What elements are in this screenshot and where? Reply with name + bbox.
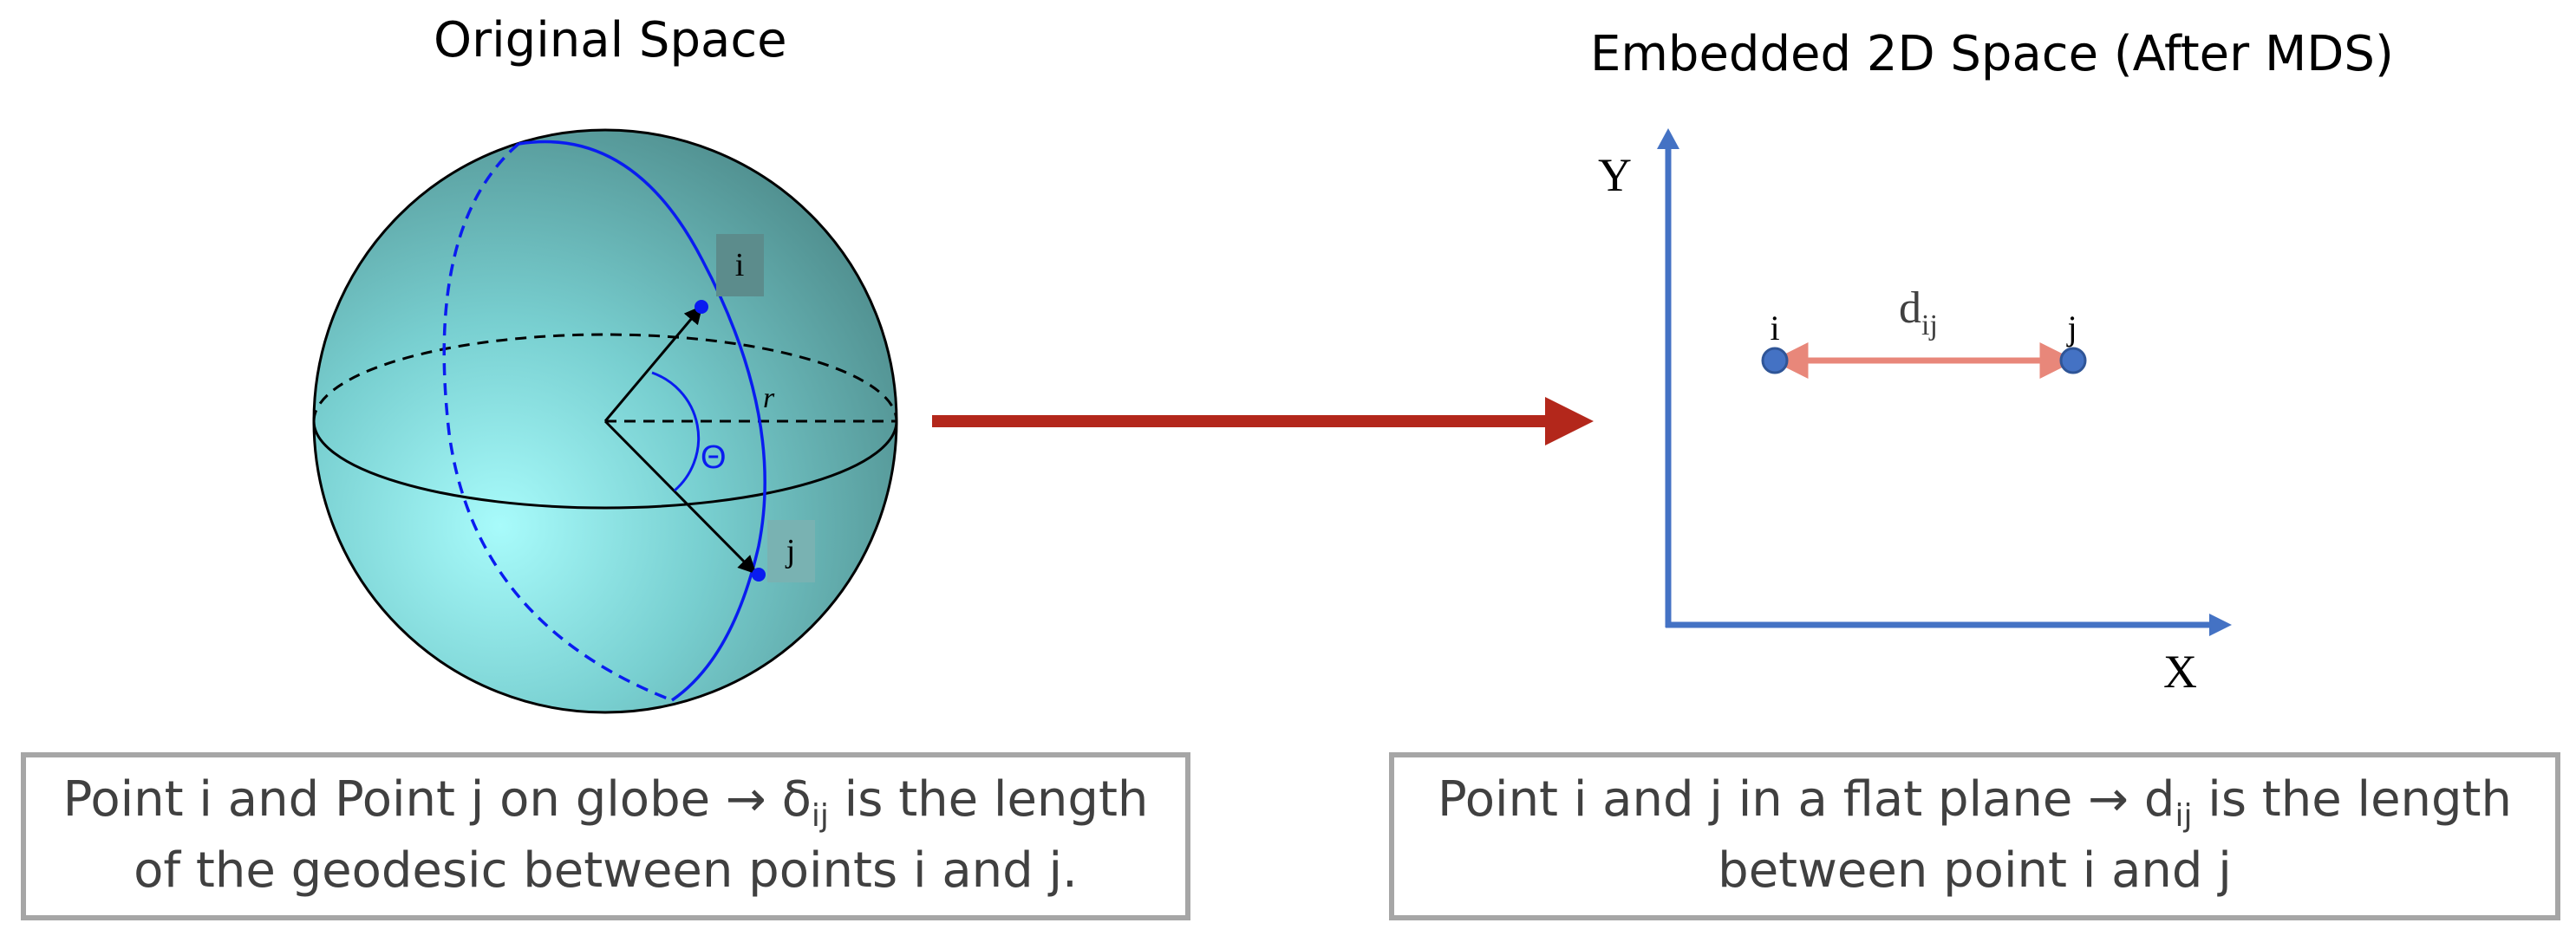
point-i [695,300,708,314]
x-axis-arrowhead [2209,614,2232,636]
left-caption-box: Point i and Point j on globe → δij is th… [21,752,1190,920]
delta-subscript: ij [811,798,829,835]
caption-text: is the length [828,771,1149,828]
point-j-label: j [785,533,796,569]
equator-front [312,420,898,510]
left-caption-line1: Point i and Point j on globe → δij is th… [26,764,1185,835]
caption-text: Point i and Point j on globe [62,771,726,828]
x-axis-label: X [2163,646,2197,698]
point-j [752,568,766,582]
d-symbol: d [2129,771,2175,828]
y-axis-arrowhead [1657,128,1679,149]
embedded-plane: Y X i j dij [1598,128,2232,698]
vector-to-j [603,419,757,575]
plane-point-j [2059,347,2087,374]
delta-symbol: δ [766,771,812,828]
plane-point-i [1761,347,1789,374]
embedded-space-title: Embedded 2D Space (After MDS) [1590,26,2394,82]
caption-text: Point i and j in a flat plane [1437,771,2089,828]
plane-point-j-label: j [2065,309,2077,348]
caption-text: is the length [2192,771,2513,828]
label-i-background [716,234,764,296]
label-j-background [767,520,815,582]
globe: i j r Θ [312,128,898,714]
point-i-label: i [735,247,745,283]
right-caption-line1: Point i and j in a flat plane → dij is t… [1394,764,2555,835]
y-axis-label: Y [1598,149,1632,201]
right-caption-box: Point i and j in a flat plane → dij is t… [1389,752,2560,920]
distance-label-main: d [1899,283,1921,333]
arrow-icon: → [725,771,766,828]
left-caption-line2: of the geodesic between points i and j. [134,842,1078,899]
vector-to-i [603,305,703,422]
transformation-arrow [932,397,1594,445]
distance-label-sub: ij [1921,309,1938,341]
angle-arc [651,371,701,492]
d-subscript: ij [2175,798,2193,835]
equator-back [312,333,898,422]
plane-point-i-label: i [1770,309,1779,348]
original-space-title: Original Space [434,12,787,68]
right-caption-line2: between point i and j [1718,842,2232,899]
geodesic-back [442,142,673,702]
geodesic-arc [518,140,766,702]
radius-label: r [763,382,775,414]
angle-label: Θ [701,439,727,476]
arrow-icon: → [2088,771,2129,828]
distance-label: dij [1899,283,1938,341]
